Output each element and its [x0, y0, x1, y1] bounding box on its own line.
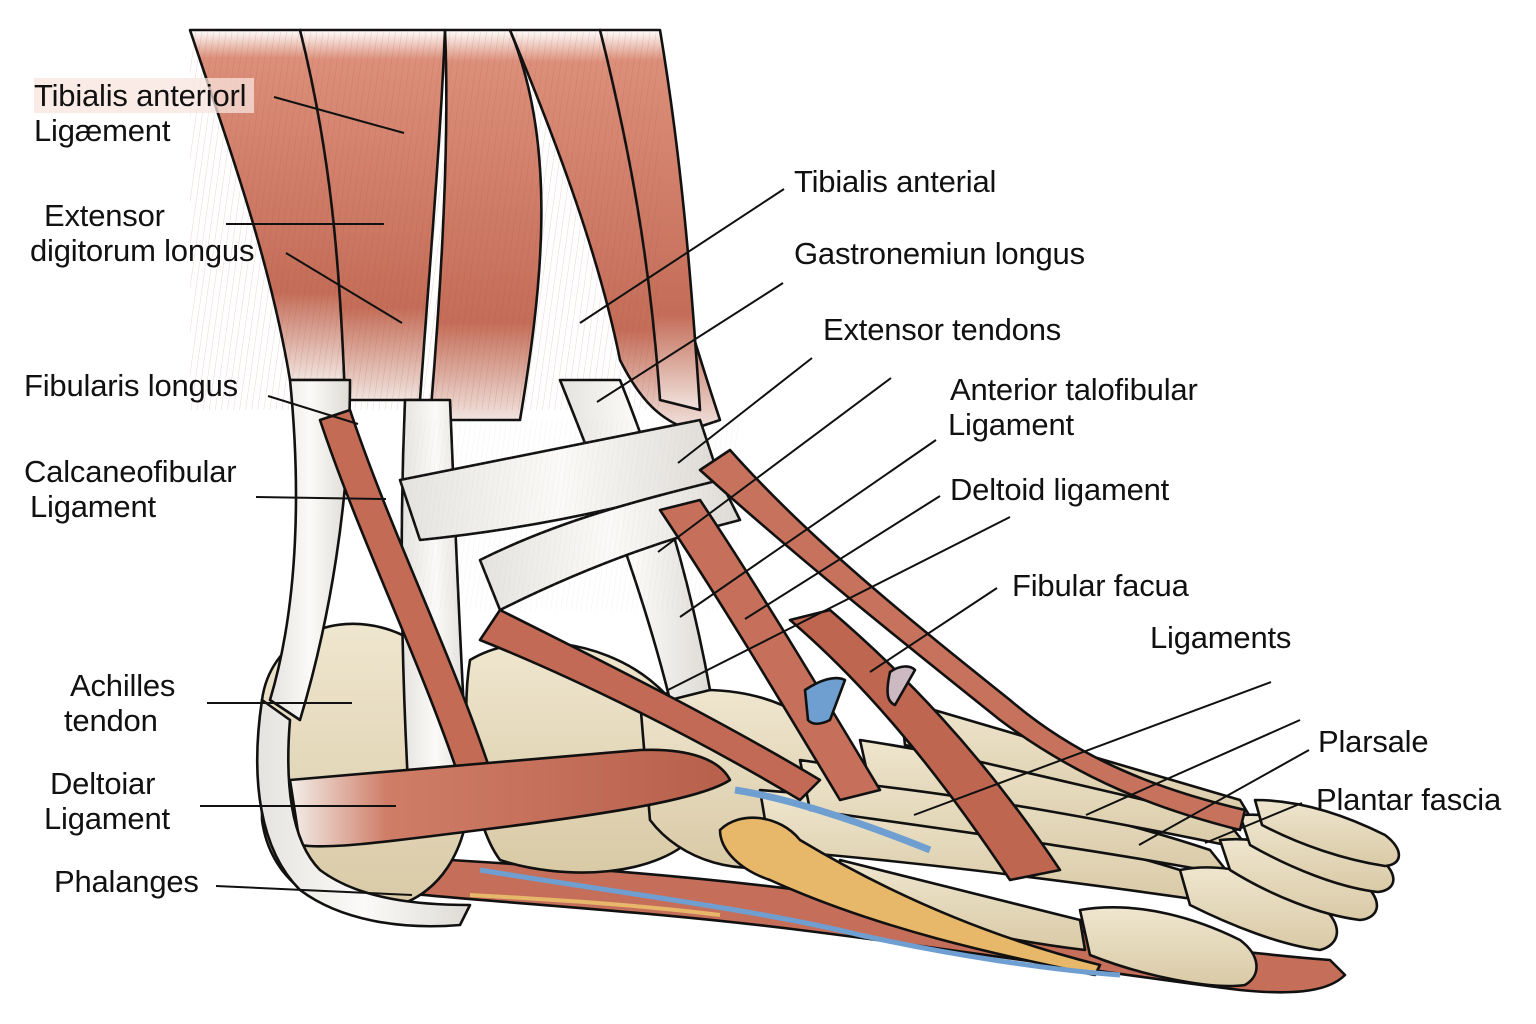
- label-calcaneofibular-ligament: Calcaneofibular Ligament: [24, 454, 237, 524]
- label-phalanges: Phalanges: [54, 864, 199, 899]
- flexor-tendon: [718, 816, 1102, 977]
- label-plantar-fascia: Plantar fascia: [1316, 782, 1502, 817]
- leader-extra-2: [667, 516, 1011, 691]
- leader-extensor-tendons: [677, 357, 813, 464]
- label-ligaments: Ligaments: [1150, 620, 1292, 655]
- leader-anterior-talofibular: [679, 439, 937, 618]
- ligament-band: [886, 665, 917, 707]
- leader-fibular-facua: [869, 587, 998, 673]
- leader-gastronemiun: [596, 282, 784, 403]
- label-extensor-digitorum-longus: Extensor digitorum longus: [30, 198, 255, 268]
- leader-plarsale-1: [1085, 719, 1301, 816]
- label-gastronemiun-longus: Gastronemiun longus: [794, 236, 1085, 271]
- label-extensor-tendons: Extensor tendons: [823, 312, 1062, 347]
- leader-plantar-fascia: [1204, 802, 1303, 844]
- leader-ligaments: [913, 681, 1272, 816]
- label-deltoid-ligament: Deltoid ligament: [950, 472, 1170, 507]
- extensor-long-muscle: [698, 448, 1247, 832]
- big-toe-phalanx: [1078, 906, 1258, 988]
- leader-tibialis-anterior-ligament: [273, 96, 405, 134]
- abductor-muscle: [288, 748, 732, 848]
- label-tibialis-anterial: Tibialis anterial: [794, 164, 997, 199]
- label-fibularis-longus: Fibularis longus: [24, 368, 238, 403]
- label-plarsale: Plarsale: [1318, 724, 1429, 759]
- leader-fibularis-longus: [267, 395, 359, 425]
- plantar-muscle: [298, 848, 1347, 994]
- extensor-hallucis-brevis: [788, 608, 1062, 882]
- leader-deltoid: [744, 495, 941, 620]
- leader-extra-1: [657, 377, 892, 553]
- extensor-brevis-muscle: [658, 498, 882, 802]
- label-fibular-facua: Fibular facua: [1012, 568, 1189, 603]
- label-anterior-talofibular-ligament: Anterior talofibular Ligament: [948, 372, 1198, 442]
- label-deltoiar-ligament: Deltoiar Ligament: [44, 766, 170, 836]
- vessel-band: [803, 676, 847, 726]
- leader-phalanges: [215, 885, 413, 896]
- toe-5-phalanx: [1253, 798, 1401, 868]
- leader-lines: [200, 96, 1310, 896]
- leader-calcaneofibular: [255, 496, 387, 500]
- label-achilles-tendon: Achilles tendon: [64, 668, 176, 738]
- leader-extensor-digitorum-2: [285, 252, 403, 324]
- leader-plarsale-2: [1138, 749, 1310, 846]
- achilles-tendon-shape: [255, 698, 472, 928]
- label-tibialis-anterior-ligament: Tibialis anteriorl Ligæment: [34, 78, 255, 148]
- extensor-hallucis-muscle: [478, 608, 822, 802]
- leader-tibialis-anterial: [579, 188, 785, 324]
